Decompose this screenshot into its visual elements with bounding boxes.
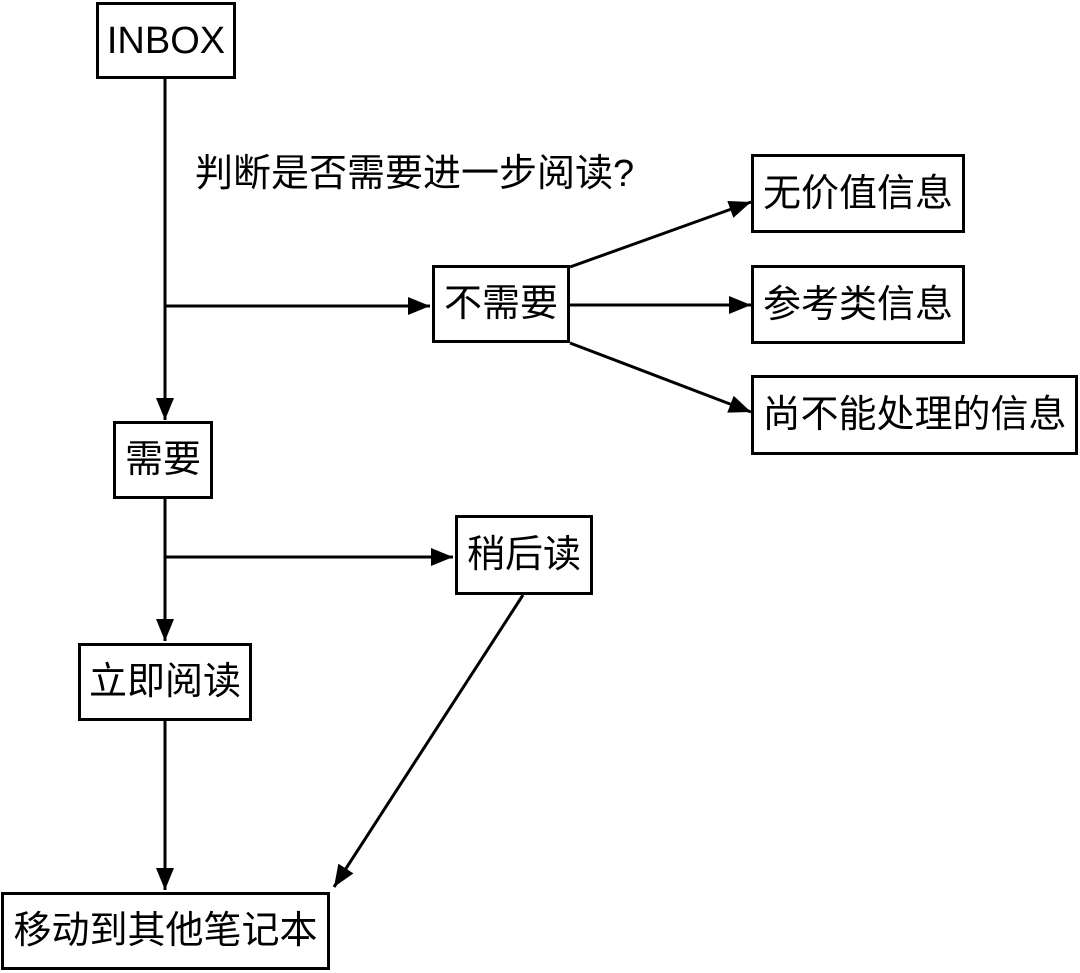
edge-read-later-to-move bbox=[332, 594, 525, 888]
node-read-immediately: 立即阅读 bbox=[78, 643, 252, 721]
node-read-later: 稍后读 bbox=[455, 515, 593, 595]
node-worthless-info: 无价值信息 bbox=[751, 154, 965, 233]
node-no-need: 不需要 bbox=[432, 265, 570, 343]
node-need: 需要 bbox=[113, 421, 213, 499]
edge-no-need-to-unprocessable bbox=[569, 341, 752, 414]
node-inbox: INBOX bbox=[96, 2, 236, 79]
question-label: 判断是否需要进一步阅读? bbox=[195, 153, 635, 195]
node-reference-info: 参考类信息 bbox=[751, 265, 965, 344]
edge-no-need-to-worthless bbox=[569, 200, 752, 269]
node-unprocessable-info: 尚不能处理的信息 bbox=[751, 375, 1078, 455]
node-move-to-other-notebook: 移动到其他笔记本 bbox=[1, 892, 330, 970]
